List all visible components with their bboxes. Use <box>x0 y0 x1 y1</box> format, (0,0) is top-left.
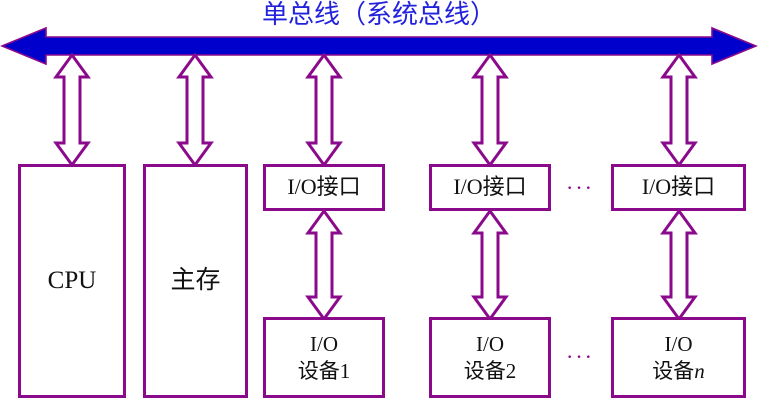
node-io-interface-2-label: I/O接口 <box>453 174 527 200</box>
double-arrow-shape <box>176 52 214 168</box>
node-main-memory[interactable]: 主存 <box>143 164 248 398</box>
double-arrow-shape <box>305 52 343 168</box>
interface-row-ellipsis: ··· <box>566 175 594 200</box>
double-arrow-shape <box>305 208 343 322</box>
system-bus-arrow <box>0 26 758 66</box>
double-arrow-shape <box>53 52 91 168</box>
node-main-memory-label: 主存 <box>170 267 221 294</box>
connector-interface-3-to-device-n <box>660 208 698 322</box>
node-cpu[interactable]: CPU <box>18 164 126 398</box>
node-io-interface-2[interactable]: I/O接口 <box>429 164 551 211</box>
connector-interface-1-to-device-1 <box>305 208 343 322</box>
double-arrow-shape <box>471 208 509 322</box>
system-bus-shape <box>0 26 758 66</box>
page-title: 单总线（系统总线） <box>261 0 496 29</box>
node-io-interface-n[interactable]: I/O接口 <box>611 164 746 211</box>
connector-bus-to-memory <box>176 52 214 168</box>
node-cpu-label: CPU <box>47 267 97 294</box>
connector-bus-to-interface-3 <box>660 52 698 168</box>
connector-bus-to-interface-1 <box>305 52 343 168</box>
device-row-ellipsis: ··· <box>566 344 594 369</box>
node-io-interface-1-label: I/O接口 <box>287 174 361 200</box>
connector-interface-2-to-device-2 <box>471 208 509 322</box>
double-arrow-shape <box>660 52 698 168</box>
connector-bus-to-cpu <box>53 52 91 168</box>
double-arrow-shape <box>471 52 509 168</box>
node-io-interface-n-label: I/O接口 <box>641 174 716 200</box>
connector-bus-to-interface-2 <box>471 52 509 168</box>
double-arrow-shape <box>660 208 698 322</box>
node-io-interface-1[interactable]: I/O接口 <box>263 164 385 211</box>
